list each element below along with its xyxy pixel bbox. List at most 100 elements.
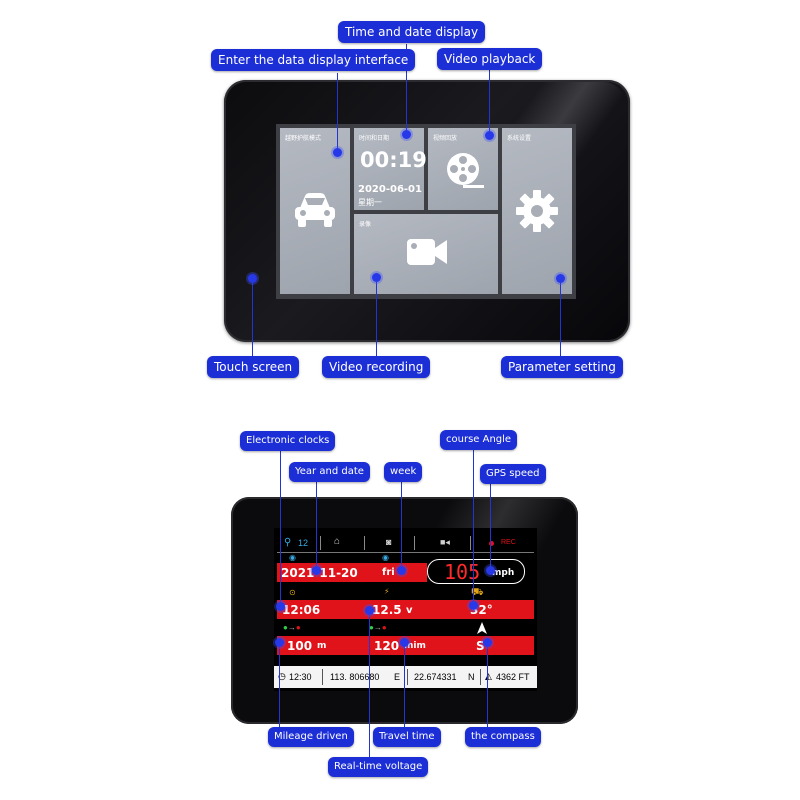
tile-video-recording[interactable]: 录像 bbox=[354, 214, 498, 294]
date-value: 2020-06-01 bbox=[358, 184, 422, 195]
video-icon[interactable]: ■◂ bbox=[440, 537, 450, 547]
compass-dot bbox=[483, 638, 492, 647]
callout-electronic-clocks: Electronic clocks bbox=[240, 431, 336, 451]
course-angle-leader bbox=[473, 450, 474, 605]
gps-speed-dot bbox=[486, 566, 495, 575]
travel-time-value: 120 bbox=[374, 639, 400, 653]
callout-data-interface: Enter the data display interface bbox=[211, 49, 416, 71]
video-playback-dot bbox=[485, 131, 494, 140]
camera-icon[interactable]: ◙ bbox=[386, 537, 392, 547]
weekday-value: fri bbox=[382, 567, 395, 578]
gps-strip bbox=[274, 666, 537, 688]
tile-offroad-mode[interactable]: 越野护航模式 bbox=[280, 128, 350, 294]
speed-value: 105 bbox=[444, 560, 481, 584]
callout-parameter-setting: Parameter setting bbox=[501, 356, 623, 378]
weekday-value: 星期一 bbox=[358, 198, 382, 207]
top-bar-divider bbox=[320, 536, 321, 550]
wifi-icon: ◉ bbox=[289, 553, 296, 562]
callout-week: week bbox=[384, 462, 423, 482]
tile-video-playback[interactable]: 视频回放 bbox=[428, 128, 498, 210]
gps-divider bbox=[480, 669, 481, 685]
travel-time-dot bbox=[400, 638, 409, 647]
electronic-clocks-dot bbox=[276, 602, 285, 611]
course-angle-dot bbox=[469, 601, 478, 610]
gps-speed-leader bbox=[490, 482, 491, 570]
parameter-setting-leader bbox=[560, 280, 561, 360]
tile-playback-title: 视频回放 bbox=[433, 135, 458, 142]
callout-compass: the compass bbox=[465, 727, 541, 747]
clock-value: 12:06 bbox=[282, 603, 321, 617]
route-icon: ●→● bbox=[283, 623, 301, 632]
clock-icon: ⊙ bbox=[289, 588, 296, 597]
time-date-leader bbox=[406, 44, 407, 134]
rec-label: REC bbox=[501, 539, 516, 546]
week-leader bbox=[401, 480, 402, 570]
electronic-clocks-leader bbox=[280, 450, 281, 607]
wifi-icon: ◉ bbox=[382, 553, 389, 562]
year-date-dot bbox=[312, 566, 321, 575]
callout-mileage-driven: Mileage driven bbox=[268, 727, 354, 747]
tile-record-title: 录像 bbox=[359, 221, 372, 228]
gps-longitude-direction: E bbox=[394, 672, 401, 682]
callout-gps-speed: GPS speed bbox=[480, 464, 546, 484]
tile-settings-title: 系统设置 bbox=[507, 135, 532, 142]
route-icon: ●→● bbox=[369, 623, 387, 632]
car-icon bbox=[295, 193, 335, 227]
top-bar-rule bbox=[277, 552, 534, 553]
gps-latitude-direction: N bbox=[468, 672, 475, 682]
week-dot bbox=[397, 566, 406, 575]
data-interface-dot bbox=[333, 148, 342, 157]
top-bar-divider bbox=[414, 536, 415, 550]
time-value: 00:19 bbox=[360, 148, 427, 172]
touch-screen-dot bbox=[248, 274, 257, 283]
compass-arrow-icon bbox=[477, 622, 487, 634]
callout-video-playback: Video playback bbox=[437, 48, 543, 70]
tile-system-settings[interactable]: 系统设置 bbox=[502, 128, 572, 294]
mileage-driven-leader bbox=[279, 642, 280, 728]
mileage-unit: m bbox=[317, 641, 327, 651]
callout-video-recording: Video recording bbox=[322, 356, 431, 378]
callout-time-date: Time and date display bbox=[338, 21, 486, 43]
compass-value: S bbox=[476, 639, 485, 653]
video-recording-dot bbox=[372, 273, 381, 282]
travel-time-leader bbox=[404, 642, 405, 728]
mileage-value: 100 bbox=[287, 639, 313, 653]
home-icon[interactable]: ⌂ bbox=[334, 536, 341, 547]
data-interface-leader bbox=[337, 73, 338, 153]
voltage-value: 12.5 bbox=[372, 603, 402, 617]
realtime-voltage-leader bbox=[369, 611, 370, 759]
tile-offroad-title: 越野护航模式 bbox=[285, 135, 322, 142]
video-recording-leader bbox=[376, 278, 377, 360]
callout-realtime-voltage: Real-time voltage bbox=[328, 757, 429, 777]
callout-course-angle: course Angle bbox=[440, 430, 518, 450]
travel-time-unit: mim bbox=[404, 641, 426, 651]
film-reel-icon bbox=[447, 153, 484, 188]
gps-divider bbox=[322, 669, 323, 685]
gear-icon bbox=[516, 190, 558, 232]
year-date-leader bbox=[316, 480, 317, 570]
video-playback-leader bbox=[489, 70, 490, 135]
time-date-dot bbox=[402, 130, 411, 139]
callout-year-date: Year and date bbox=[289, 462, 370, 482]
gps-latitude: 22.674331 bbox=[414, 672, 457, 682]
lightning-icon: ⚡ bbox=[384, 587, 390, 596]
gps-longitude: 113. 806680 bbox=[330, 672, 380, 682]
callout-touch-screen: Touch screen bbox=[207, 356, 300, 378]
video-camera-icon bbox=[407, 239, 447, 265]
gps-time: 12:30 bbox=[289, 672, 312, 682]
device-1-touch-screen[interactable]: 越野护航模式 时间和日期 00:19 2020-06-01 星期一 视频回放 bbox=[276, 124, 576, 299]
tile-time-date[interactable]: 时间和日期 00:19 2020-06-01 星期一 bbox=[354, 128, 427, 210]
gps-divider bbox=[407, 669, 408, 685]
top-bar-divider bbox=[470, 536, 471, 550]
device-2-data-display: ⚲ 12 ⌂ ◙ ■◂ REC ◉ ◉ 2021-11-20 fri 105 m… bbox=[274, 528, 537, 691]
clock-icon: ◷ bbox=[278, 671, 286, 681]
speed-box bbox=[427, 559, 525, 584]
touch-screen-leader bbox=[252, 280, 253, 360]
callout-travel-time: Travel time bbox=[373, 727, 441, 747]
gps-altitude: 4362 FT bbox=[496, 672, 530, 682]
tile-time-title: 时间和日期 bbox=[359, 135, 390, 142]
altitude-icon: ◭ bbox=[485, 671, 492, 681]
compass-leader bbox=[487, 642, 488, 728]
voltage-unit: v bbox=[406, 605, 413, 616]
satellite-icon: ⚲ bbox=[284, 537, 292, 548]
